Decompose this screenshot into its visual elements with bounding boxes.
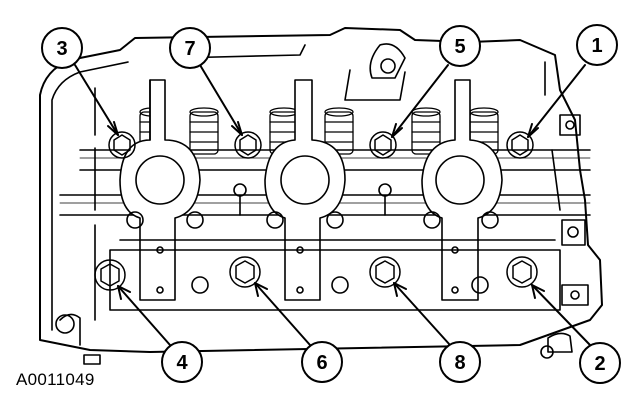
callout-6: 6	[301, 341, 343, 383]
bolt-1	[506, 131, 534, 159]
bearing-caps	[109, 79, 561, 311]
callout-2: 2	[579, 342, 621, 384]
dowel-holes	[126, 183, 499, 294]
callout-5: 5	[439, 25, 481, 67]
callout-3-label: 3	[56, 38, 67, 60]
callout-1: 1	[576, 24, 618, 66]
bolt-8	[369, 256, 401, 288]
bolt-5	[369, 131, 397, 159]
bearing-cap-center	[264, 79, 346, 301]
callout-7: 7	[169, 27, 211, 69]
leader-lines	[74, 64, 591, 346]
bolt-3	[108, 131, 136, 159]
bearing-cap-right	[421, 79, 503, 301]
callout-4-label: 4	[176, 352, 188, 374]
callout-7-label: 7	[184, 38, 195, 60]
callout-2-label: 2	[594, 353, 605, 375]
callout-6-label: 6	[316, 352, 327, 374]
bolt-7	[234, 131, 262, 159]
bolt-6	[229, 256, 261, 288]
callouts: 1 2 3 4 5 6 7 8	[41, 24, 621, 384]
callout-8: 8	[439, 341, 481, 383]
bearing-cap-left	[119, 79, 201, 301]
callout-3: 3	[41, 27, 83, 69]
figure-reference-id: A0011049	[16, 370, 95, 389]
bolts	[94, 131, 538, 291]
callout-8-label: 8	[454, 352, 465, 374]
callout-1-label: 1	[591, 35, 602, 57]
bolt-4	[94, 259, 126, 291]
callout-4: 4	[161, 341, 203, 383]
bolt-2	[506, 256, 538, 288]
callout-5-label: 5	[454, 36, 465, 58]
